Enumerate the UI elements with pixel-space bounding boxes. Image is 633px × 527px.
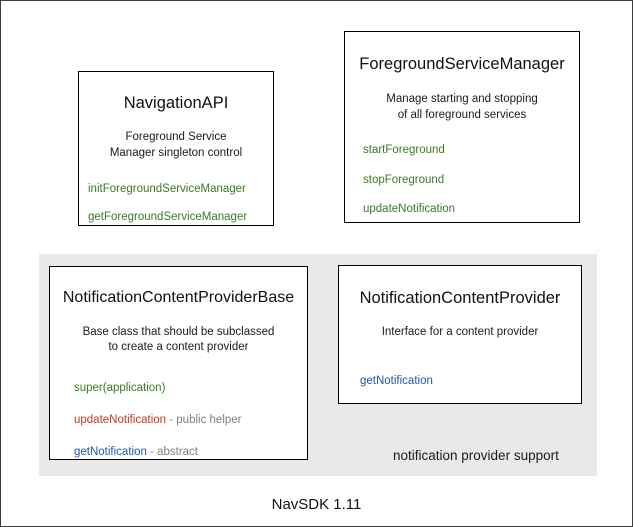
class-description-notification-content-provider: Interface for a content provider bbox=[381, 326, 539, 339]
footer-caption: NavSDK 1.11 bbox=[271, 496, 362, 513]
member-stop-foreground: stopForeground bbox=[363, 173, 579, 187]
class-description-foreground-service-manager: Manage starting and stopping of all fore… bbox=[386, 93, 538, 121]
class-box-notification-content-provider-base: NotificationContentProviderBase Base cla… bbox=[49, 266, 308, 460]
member-list-navigation-api: initForegroundServiceManager getForegrou… bbox=[79, 182, 273, 224]
class-box-foreground-service-manager: ForegroundServiceManager Manage starting… bbox=[344, 31, 580, 223]
member-super-application: super(application) bbox=[74, 381, 307, 395]
class-box-notification-content-provider: NotificationContentProvider Interface fo… bbox=[338, 265, 582, 404]
member-list-notification-content-provider: getNotification bbox=[339, 374, 581, 388]
member-update-notification-public-helper: updateNotification - public helper bbox=[74, 413, 307, 427]
member-list-foreground-service-manager: startForeground stopForeground updateNot… bbox=[345, 143, 579, 216]
member-get-foreground-service-manager: getForegroundServiceManager bbox=[88, 210, 273, 224]
member-list-notification-content-provider-base: super(application) updateNotification - … bbox=[50, 381, 307, 460]
member-name: getNotification bbox=[74, 446, 147, 459]
class-description-notification-content-provider-base: Base class that should be subclassed to … bbox=[82, 325, 275, 354]
member-suffix: - abstract bbox=[146, 446, 199, 459]
member-update-notification: updateNotification bbox=[363, 202, 579, 216]
member-name: startForeground bbox=[363, 144, 445, 157]
member-get-notification-abstract: getNotification - abstract bbox=[74, 445, 307, 459]
class-title-navigation-api: NavigationAPI bbox=[123, 94, 229, 112]
class-title-notification-content-provider-base: NotificationContentProviderBase bbox=[62, 289, 295, 306]
member-suffix: - public helper bbox=[166, 414, 242, 426]
class-description-navigation-api: Foreground Service Manager singleton con… bbox=[109, 131, 243, 159]
member-name: getForegroundServiceManager bbox=[88, 210, 248, 223]
member-get-notification: getNotification bbox=[360, 374, 581, 388]
member-name: getNotification bbox=[360, 374, 433, 387]
member-name: stopForeground bbox=[363, 173, 445, 186]
member-init-foreground-service-manager: initForegroundServiceManager bbox=[88, 182, 273, 196]
member-name: updateNotification bbox=[74, 414, 167, 426]
member-start-foreground: startForeground bbox=[363, 143, 579, 157]
member-name: initForegroundServiceManager bbox=[88, 183, 246, 196]
member-name: updateNotification bbox=[363, 202, 456, 215]
notification-provider-support-label: notification provider support bbox=[393, 448, 559, 463]
member-name: super(application) bbox=[74, 381, 166, 394]
class-title-notification-content-provider: NotificationContentProvider bbox=[359, 289, 561, 307]
class-title-foreground-service-manager: ForegroundServiceManager bbox=[359, 55, 565, 73]
class-box-navigation-api: NavigationAPI Foreground Service Manager… bbox=[78, 71, 274, 226]
